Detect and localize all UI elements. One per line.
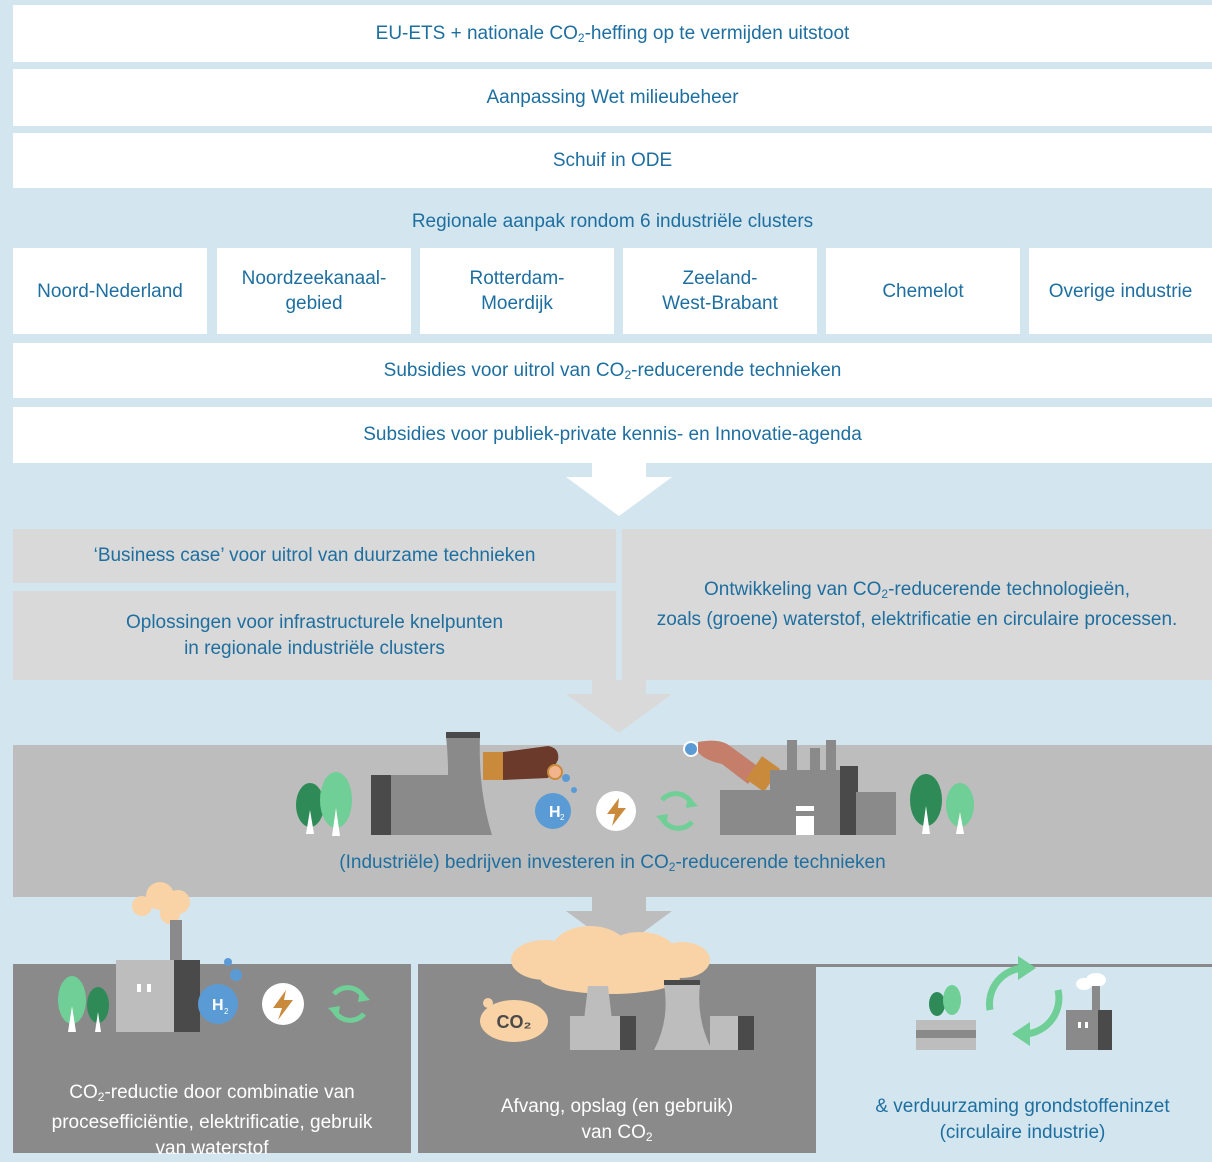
arrow-down-icon [566,680,672,733]
regional-header-label: Regionale aanpak rondom 6 industriële cl… [411,210,814,232]
svg-text:2: 2 [560,813,565,822]
development-label: Ontwikkeling van CO2-reducerende technol… [656,578,1178,630]
subsidies-kennis-bar: Subsidies voor publiek-private kennis- e… [13,407,1212,463]
recycle-arrows-icon [656,791,698,831]
ode-bar: Schuif in ODE [13,133,1212,188]
hydrogen-bubble-icon: H 2 [198,984,238,1024]
ets-label: EU-ETS + nationale CO2-heffing op te ver… [375,22,850,45]
infrastructure-box: Oplossingen voor infrastructurele knelpu… [13,591,616,680]
smoke-cloud-icon [511,926,710,994]
cluster-label: Zeeland- West-Brabant [662,268,778,314]
outcome-right-box [816,964,1212,1153]
svg-text:2: 2 [224,1007,229,1016]
trees-icon [910,774,974,834]
cluster-noord-nederland: Noord-Nederland [13,248,207,334]
lightning-bolt-icon [596,791,636,831]
cluster-noordzeekanaalgebied: Noordzeekanaal- gebied [217,248,411,334]
regional-header: Regionale aanpak rondom 6 industriële cl… [13,196,1212,246]
hand-with-coin-icon [683,740,781,792]
subsidies-kennis-label: Subsidies voor publiek-private kennis- e… [363,424,862,445]
cluster-label: Chemelot [882,280,964,302]
ode-label: Schuif in ODE [552,149,673,171]
cluster-overige-industrie: Overige industrie [1029,248,1212,334]
infrastructure-label: Oplossingen voor infrastructurele knelpu… [125,611,504,659]
cluster-label: Noordzeekanaal- gebied [241,268,387,314]
subsidies-uitrol-bar: Subsidies voor uitrol van CO2-reducerend… [13,343,1212,398]
outcome-right-label: & verduurzaming grondstoffeninzet (circu… [875,1096,1170,1143]
svg-text:H: H [212,997,224,1014]
development-box: Ontwikkeling van CO2-reducerende technol… [622,529,1212,680]
smoke-cloud-icon [132,882,190,924]
hand-with-coin-icon [483,746,577,793]
outcome-middle-box [418,964,816,1153]
recycle-arrows-icon [328,985,370,1023]
cluster-rotterdam-moerdijk: Rotterdam- Moerdijk [420,248,614,334]
ets-bar: EU-ETS + nationale CO2-heffing op te ver… [13,5,1212,62]
wet-milieubeheer-bar: Aanpassing Wet milieubeheer [13,69,1212,126]
svg-text:H: H [549,804,561,821]
hydrogen-bubble-icon: H 2 [535,793,571,829]
lightning-bolt-icon [262,983,304,1025]
arrow-down-icon [566,897,672,950]
wet-label: Aanpassing Wet milieubeheer [486,86,739,108]
cluster-zeeland-west-brabant: Zeeland- West-Brabant [623,248,817,334]
outcome-middle-label: Afvang, opslag (en gebruik)van CO2 [500,1096,734,1144]
storage-facility-icon [570,980,754,1050]
svg-text:CO₂: CO₂ [497,1012,532,1032]
cluster-label: Rotterdam- Moerdijk [469,268,565,314]
factory-icon [720,740,896,835]
business-case-label: ‘Business case’ voor uitrol van duurzame… [93,545,536,566]
business-case-box: ‘Business case’ voor uitrol van duurzame… [13,529,616,583]
factory-icon [371,732,492,835]
recycle-arrows-icon [986,956,1063,1046]
outcome-left-label: CO2-reductie door combinatie van procese… [51,1082,373,1159]
co2-badge-icon: CO₂ [480,998,548,1042]
arrow-down-icon [566,463,672,516]
cluster-chemelot: Chemelot [826,248,1020,334]
trees-icon [58,976,109,1032]
factory-icon [116,920,242,1032]
green-roof-icon [916,985,976,1050]
cluster-label: Noord-Nederland [37,280,183,302]
subsidies-uitrol-label: Subsidies voor uitrol van CO2-reducerend… [383,359,842,382]
cluster-label: Overige industrie [1048,280,1193,302]
invest-label: (Industriële) bedrijven investeren in CO… [339,852,886,874]
factory-icon [1066,973,1112,1050]
trees-icon [296,772,352,836]
